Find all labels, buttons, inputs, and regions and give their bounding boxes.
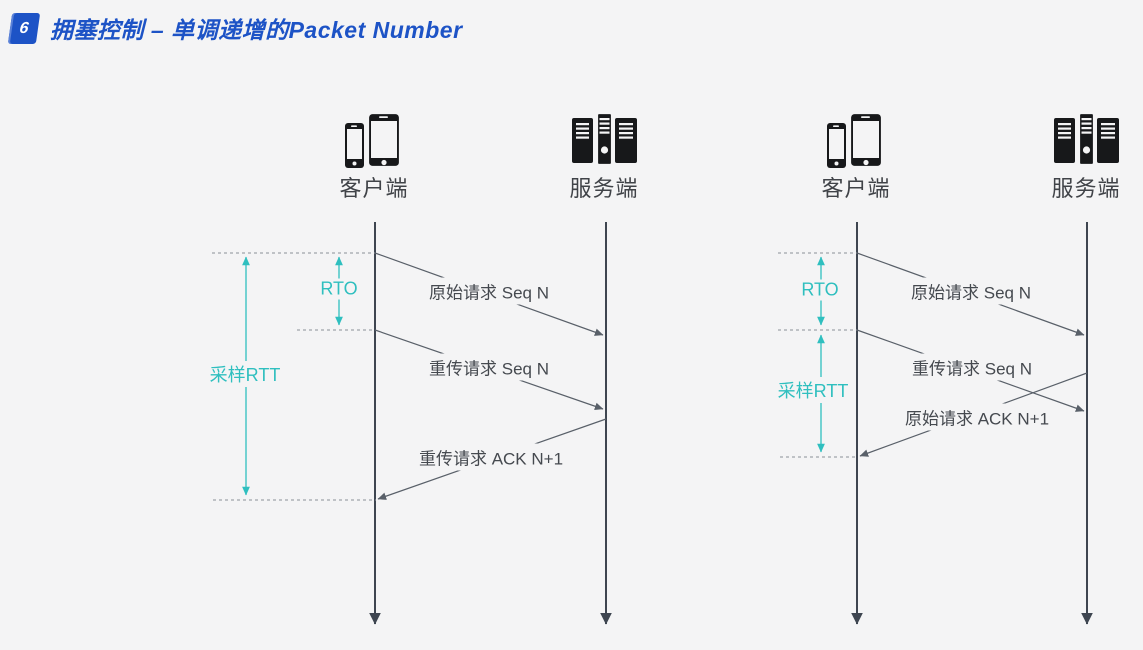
server-rack-icon xyxy=(1052,111,1121,167)
client-label: 客户端 xyxy=(821,176,891,201)
client-label: 客户端 xyxy=(339,176,409,201)
server-label: 服务端 xyxy=(569,176,639,201)
message-label: 重传请求 ACK N+1 xyxy=(411,443,571,471)
message-label: 原始请求 Seq N xyxy=(904,277,1038,305)
rto-label: RTO xyxy=(797,279,843,301)
message-label: 原始请求 ACK N+1 xyxy=(897,403,1057,431)
page-title: 拥塞控制 – 单调递增的Packet Number xyxy=(50,17,463,43)
message-label: 原始请求 Seq N xyxy=(422,277,556,305)
message-label: 重传请求 Seq N xyxy=(905,353,1039,381)
slide-header: 6 拥塞控制 – 单调递增的Packet Number xyxy=(7,11,463,45)
server-label: 服务端 xyxy=(1051,176,1121,201)
message-label: 重传请求 Seq N xyxy=(422,353,556,381)
server-rack-icon xyxy=(570,111,639,167)
client-devices-icon xyxy=(825,111,884,170)
rto-label: RTO xyxy=(316,278,362,300)
sampled-rtt-label: 采样RTT xyxy=(773,377,853,403)
sampled-rtt-label: 采样RTT xyxy=(205,361,285,387)
client-devices-icon xyxy=(343,111,402,170)
